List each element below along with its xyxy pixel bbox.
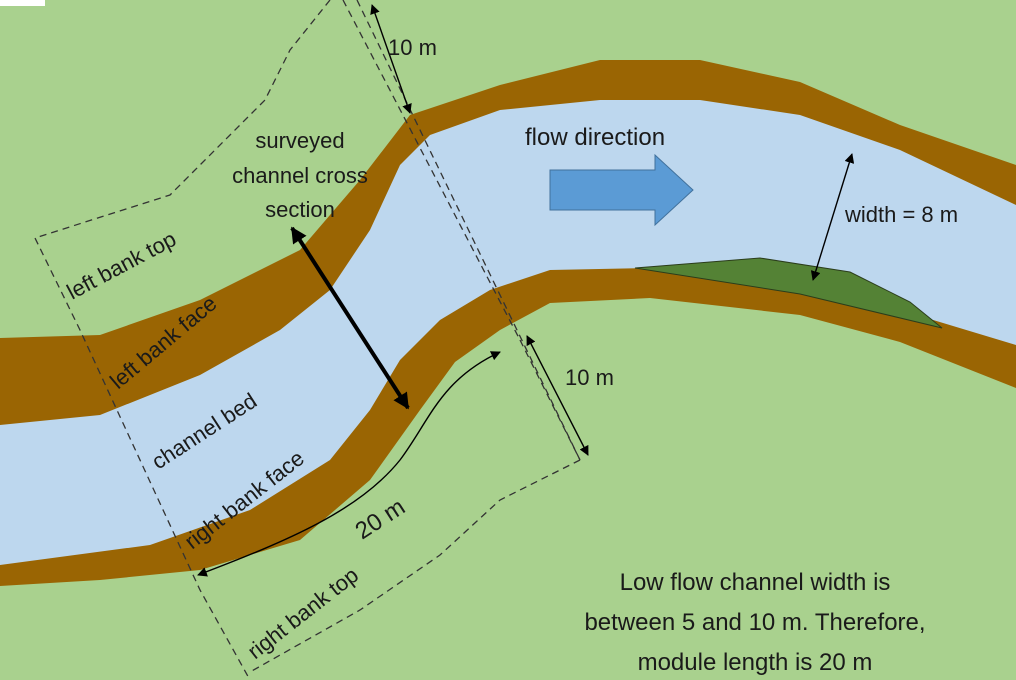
- note-line-2: between 5 and 10 m. Therefore,: [584, 609, 925, 636]
- top-spacing-arrow: [370, 4, 412, 114]
- flow-direction-label: flow direction: [525, 124, 665, 151]
- surveyed-label-1: surveyed: [255, 128, 344, 153]
- width-arrow: [810, 153, 855, 281]
- side-spacing-label: 10 m: [565, 365, 614, 390]
- module-length-arrow: [197, 351, 501, 577]
- surveyed-label-2: channel cross: [232, 163, 368, 188]
- width-label: width = 8 m: [844, 202, 958, 227]
- gravel-bar: [634, 257, 943, 329]
- side-spacing-arrow: [526, 335, 589, 456]
- top-spacing-label: 10 m: [388, 35, 437, 60]
- flow-direction-arrow-icon: [549, 153, 694, 227]
- surveyed-label-3: section: [265, 197, 335, 222]
- corner-mark: [0, 0, 45, 6]
- note-line-1: Low flow channel width is: [620, 569, 891, 596]
- note-line-3: module length is 20 m: [638, 649, 873, 676]
